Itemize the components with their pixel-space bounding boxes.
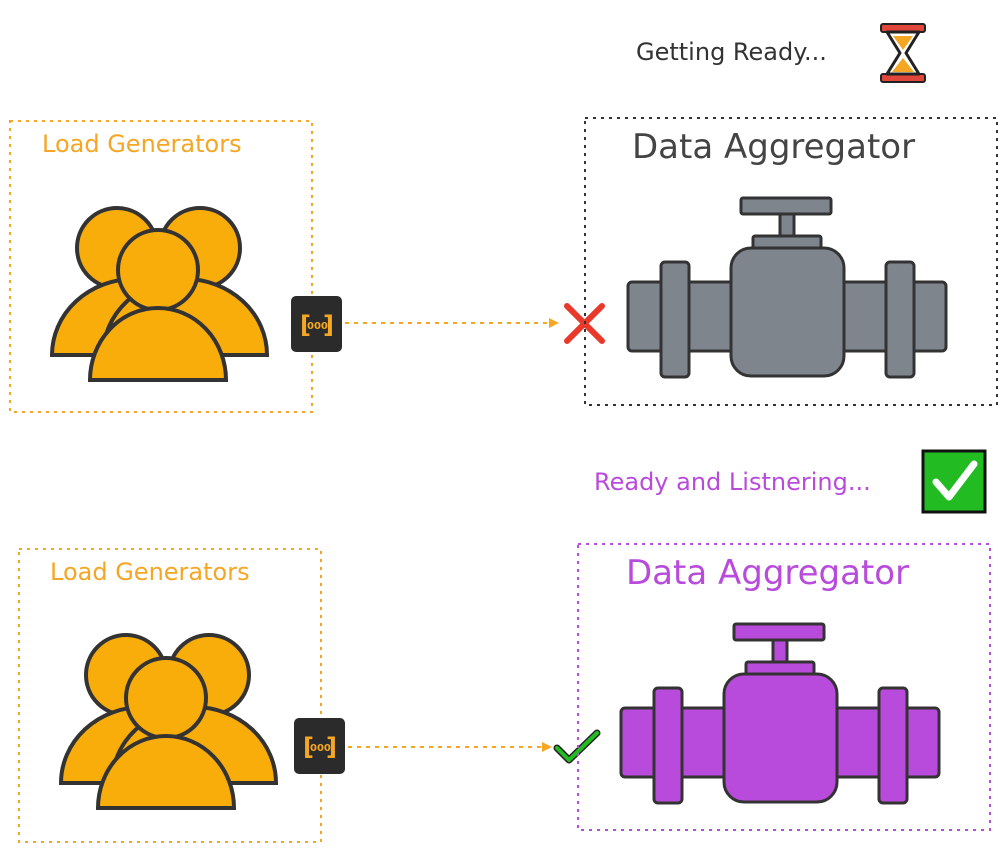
top-pipe-valve-icon: [626, 196, 948, 379]
top-generators-label: Load Generators: [42, 130, 242, 158]
bottom-aggregator-label: Data Aggregator: [626, 553, 909, 593]
check-mark-icon: [553, 729, 601, 764]
checkbox-check-icon: [921, 449, 987, 514]
top-scenario: Getting Ready... Load Generators [ ] 000: [9, 23, 998, 413]
bottom-api-icon: [ ] 000: [294, 718, 345, 774]
svg-text:[: [: [303, 733, 314, 761]
bottom-users-icon: [58, 633, 279, 810]
bottom-pipe-valve-icon: [619, 622, 941, 805]
top-users-icon: [49, 206, 270, 382]
bottom-generators-label: Load Generators: [50, 558, 250, 586]
bottom-scenario: Ready and Listnering... Load Generators …: [18, 449, 991, 843]
hourglass-icon: [880, 23, 926, 83]
svg-text:000: 000: [307, 321, 328, 332]
top-generators-box: [9, 120, 313, 413]
svg-text:000: 000: [310, 743, 331, 754]
svg-text:]: ]: [323, 311, 334, 339]
svg-text:]: ]: [326, 733, 337, 761]
bottom-generators-box: [18, 548, 322, 843]
top-aggregator-label: Data Aggregator: [632, 127, 915, 167]
top-status-text: Getting Ready...: [636, 38, 827, 66]
bottom-status-text: Ready and Listnering...: [594, 468, 871, 496]
svg-text:[: [: [300, 311, 311, 339]
bottom-aggregator-box: [577, 543, 991, 831]
top-aggregator-box: [584, 117, 998, 406]
top-api-icon: [ ] 000: [291, 296, 342, 352]
